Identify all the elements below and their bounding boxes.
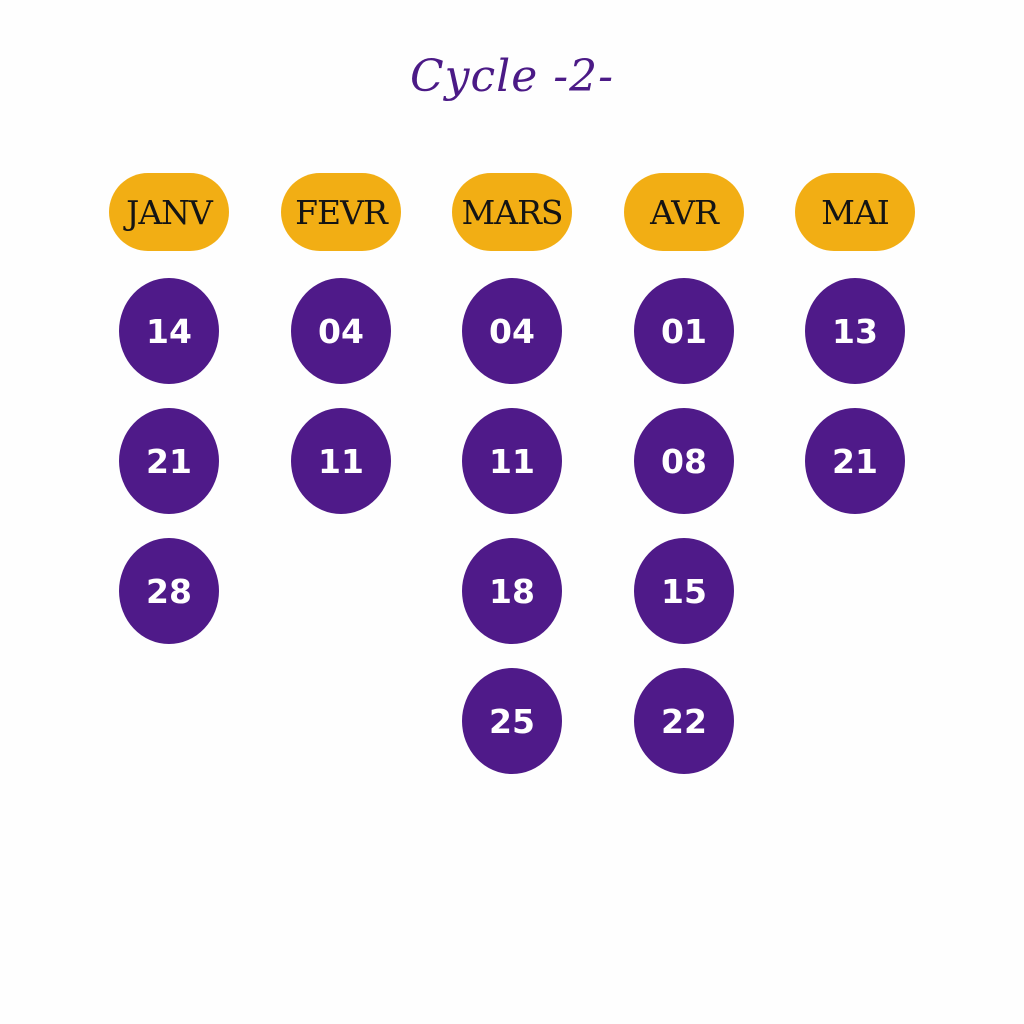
date-list: 04 11 18 25 bbox=[462, 278, 562, 798]
date-list: 13 21 bbox=[805, 278, 905, 538]
date-list: 14 21 28 bbox=[119, 278, 219, 668]
date-badge: 25 bbox=[462, 668, 562, 774]
date-badge: 18 bbox=[462, 538, 562, 644]
month-pill: MARS bbox=[452, 173, 572, 251]
date-badge: 22 bbox=[634, 668, 734, 774]
date-badge: 21 bbox=[805, 408, 905, 514]
months-grid: JANV 14 21 28 FEVR 04 11 MARS 04 11 18 2… bbox=[0, 173, 1024, 813]
month-column-mai: MAI 13 21 bbox=[794, 173, 916, 538]
date-badge: 14 bbox=[119, 278, 219, 384]
month-column-janv: JANV 14 21 28 bbox=[108, 173, 230, 668]
date-badge: 08 bbox=[634, 408, 734, 514]
month-pill: JANV bbox=[109, 173, 229, 251]
month-pill: MAI bbox=[795, 173, 915, 251]
date-badge: 13 bbox=[805, 278, 905, 384]
date-badge: 15 bbox=[634, 538, 734, 644]
page-title: Cycle -2- bbox=[410, 51, 614, 102]
date-badge: 28 bbox=[119, 538, 219, 644]
date-list: 01 08 15 22 bbox=[634, 278, 734, 798]
month-column-avr: AVR 01 08 15 22 bbox=[623, 173, 745, 798]
month-column-fevr: FEVR 04 11 bbox=[280, 173, 402, 538]
date-list: 04 11 bbox=[291, 278, 391, 538]
month-column-mars: MARS 04 11 18 25 bbox=[451, 173, 573, 798]
date-badge: 21 bbox=[119, 408, 219, 514]
month-pill: AVR bbox=[624, 173, 744, 251]
date-badge: 04 bbox=[291, 278, 391, 384]
date-badge: 04 bbox=[462, 278, 562, 384]
date-badge: 01 bbox=[634, 278, 734, 384]
month-pill: FEVR bbox=[281, 173, 401, 251]
date-badge: 11 bbox=[291, 408, 391, 514]
date-badge: 11 bbox=[462, 408, 562, 514]
